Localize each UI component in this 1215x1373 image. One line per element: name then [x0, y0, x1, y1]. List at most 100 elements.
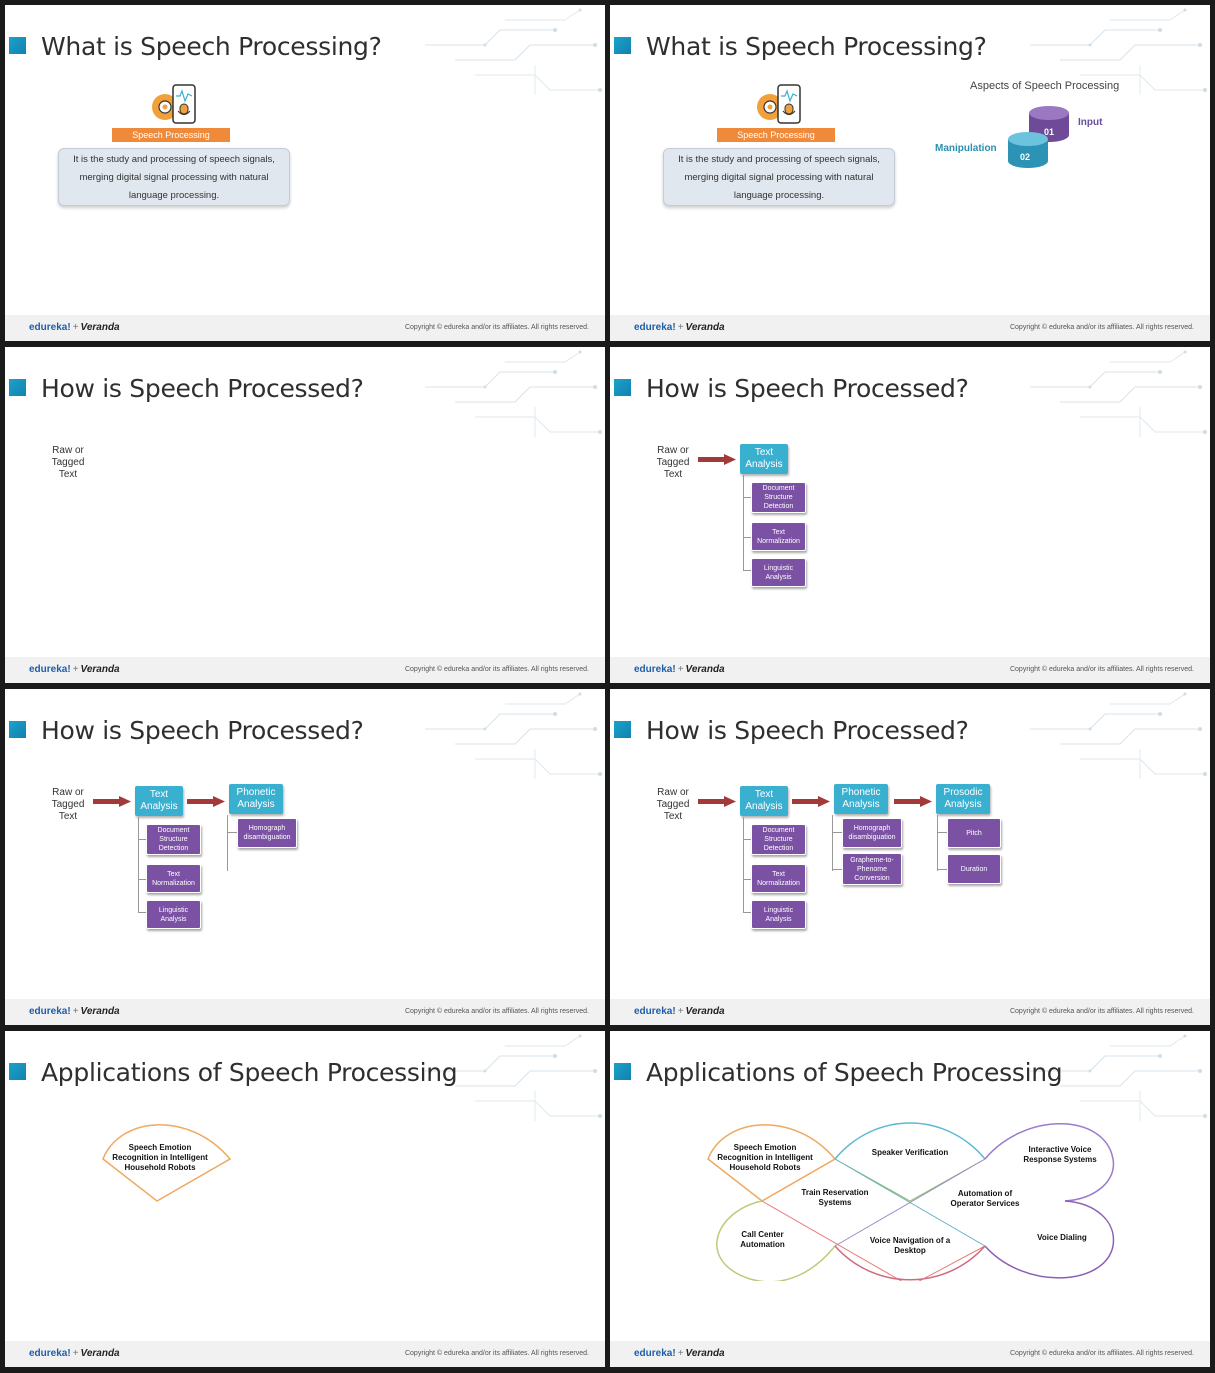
description-line: language processing. [733, 190, 825, 201]
applications-diagram [707, 1122, 1115, 1281]
text-normalization-box: Text Normalization [751, 864, 806, 893]
slide-title: How is Speech Processed? [646, 374, 969, 403]
arrow-icon [93, 796, 131, 807]
linguistic-analysis-box: Linguistic Analysis [751, 900, 806, 929]
homograph-box: Homograph disambiguation [237, 818, 297, 848]
app-label: Train Reservation Systems [801, 1188, 869, 1207]
copyright: Copyright © edureka and/or its affiliate… [404, 666, 589, 673]
description-line: language processing. [128, 190, 220, 201]
slide-title: How is Speech Processed? [41, 716, 364, 745]
tree-line [227, 832, 237, 833]
title-marker [9, 1063, 26, 1080]
footer: edureka!+Veranda Copyright © edureka and… [610, 999, 1210, 1025]
tree-line [832, 869, 842, 870]
document-structure-box: Document Structure Detection [751, 824, 806, 855]
speech-processing-label: Speech Processing [717, 128, 835, 142]
input-number: 01 [1044, 127, 1054, 137]
tree-line [743, 497, 751, 498]
title-marker [614, 379, 631, 396]
slide-applications-2: Applications of Speech Processing Speech… [610, 1031, 1210, 1367]
copyright: Copyright © edureka and/or its affiliate… [404, 1350, 589, 1357]
speech-processing-label: Speech Processing [112, 128, 230, 142]
footer: edureka!+Veranda Copyright © edureka and… [5, 999, 605, 1025]
homograph-box: Homograph disambiguation [842, 818, 902, 848]
title-marker [614, 1063, 631, 1080]
text-normalization-box: Text Normalization [146, 864, 201, 893]
tree-line [743, 879, 751, 880]
brand-logo: edureka!+Veranda [634, 664, 725, 675]
grapheme-box: Grapheme-to-Phenome Conversion [842, 853, 902, 885]
arrow-icon [698, 796, 736, 807]
title-marker [614, 721, 631, 738]
title-marker [9, 37, 26, 54]
slide-title: What is Speech Processing? [646, 32, 987, 61]
copyright: Copyright © edureka and/or its affiliate… [1009, 1008, 1194, 1015]
title-marker [9, 721, 26, 738]
brand-logo: edureka!+Veranda [634, 1348, 725, 1359]
tree-line [743, 475, 744, 570]
tree-line [138, 817, 139, 912]
slide-applications-1: Applications of Speech Processing Speech… [5, 1031, 605, 1367]
app-label: Speaker Verification [871, 1148, 949, 1157]
description-line: It is the study and processing of speech… [678, 154, 880, 165]
slide-title: Applications of Speech Processing [41, 1058, 458, 1087]
app-label: Speech Emotion Recognition in Intelligen… [717, 1143, 813, 1172]
circuit-decoration [424, 8, 603, 96]
description-line: It is the study and processing of speech… [73, 154, 275, 165]
pitch-box: Pitch [947, 818, 1001, 848]
circuit-decoration [424, 692, 603, 780]
arrow-icon [792, 796, 830, 807]
brand-logo: edureka!+Veranda [634, 1006, 725, 1017]
tree-line [937, 869, 947, 870]
app-label: Speech Emotion Recognition in Intelligen… [112, 1143, 208, 1172]
slide-what-2: What is Speech Processing? Speech Proces… [610, 5, 1210, 341]
circuit-decoration [1029, 692, 1208, 780]
app-label: Voice Navigation of a Desktop [869, 1236, 951, 1255]
input-label: Input [1078, 117, 1103, 128]
footer: edureka!+Veranda Copyright © edureka and… [5, 315, 605, 341]
tree-line [138, 839, 146, 840]
title-marker [614, 37, 631, 54]
copyright: Copyright © edureka and/or its affiliate… [1009, 666, 1194, 673]
text-normalization-box: Text Normalization [751, 522, 806, 551]
speech-processing-icon [757, 84, 801, 124]
arrow-icon [698, 454, 736, 465]
circuit-decoration [424, 350, 603, 438]
circuit-decoration [1029, 350, 1208, 438]
brand-logo: edureka!+Veranda [29, 664, 120, 675]
slide-title: How is Speech Processed? [41, 374, 364, 403]
tree-line [138, 879, 146, 880]
footer: edureka!+Veranda Copyright © edureka and… [5, 1341, 605, 1367]
copyright: Copyright © edureka and/or its affiliate… [1009, 1350, 1194, 1357]
tree-line [743, 817, 744, 912]
brand-logo: edureka!+Veranda [29, 322, 120, 333]
tree-line [227, 815, 228, 871]
linguistic-analysis-box: Linguistic Analysis [751, 558, 806, 587]
brand-logo: edureka!+Veranda [29, 1348, 120, 1359]
document-structure-box: Document Structure Detection [751, 482, 806, 513]
manipulation-label: Manipulation [935, 143, 997, 154]
tree-line [138, 912, 146, 913]
app-label: Call Center Automation [740, 1230, 785, 1249]
footer: edureka!+Veranda Copyright © edureka and… [610, 1341, 1210, 1367]
app-label: Automation of Operator Services [950, 1189, 1020, 1208]
copyright: Copyright © edureka and/or its affiliate… [404, 324, 589, 331]
tree-line [743, 912, 751, 913]
tree-line [743, 839, 751, 840]
slide-title: Applications of Speech Processing [646, 1058, 1063, 1087]
document-structure-box: Document Structure Detection [146, 824, 201, 855]
first-petal-shape [102, 1124, 232, 1202]
slide-title: How is Speech Processed? [646, 716, 969, 745]
